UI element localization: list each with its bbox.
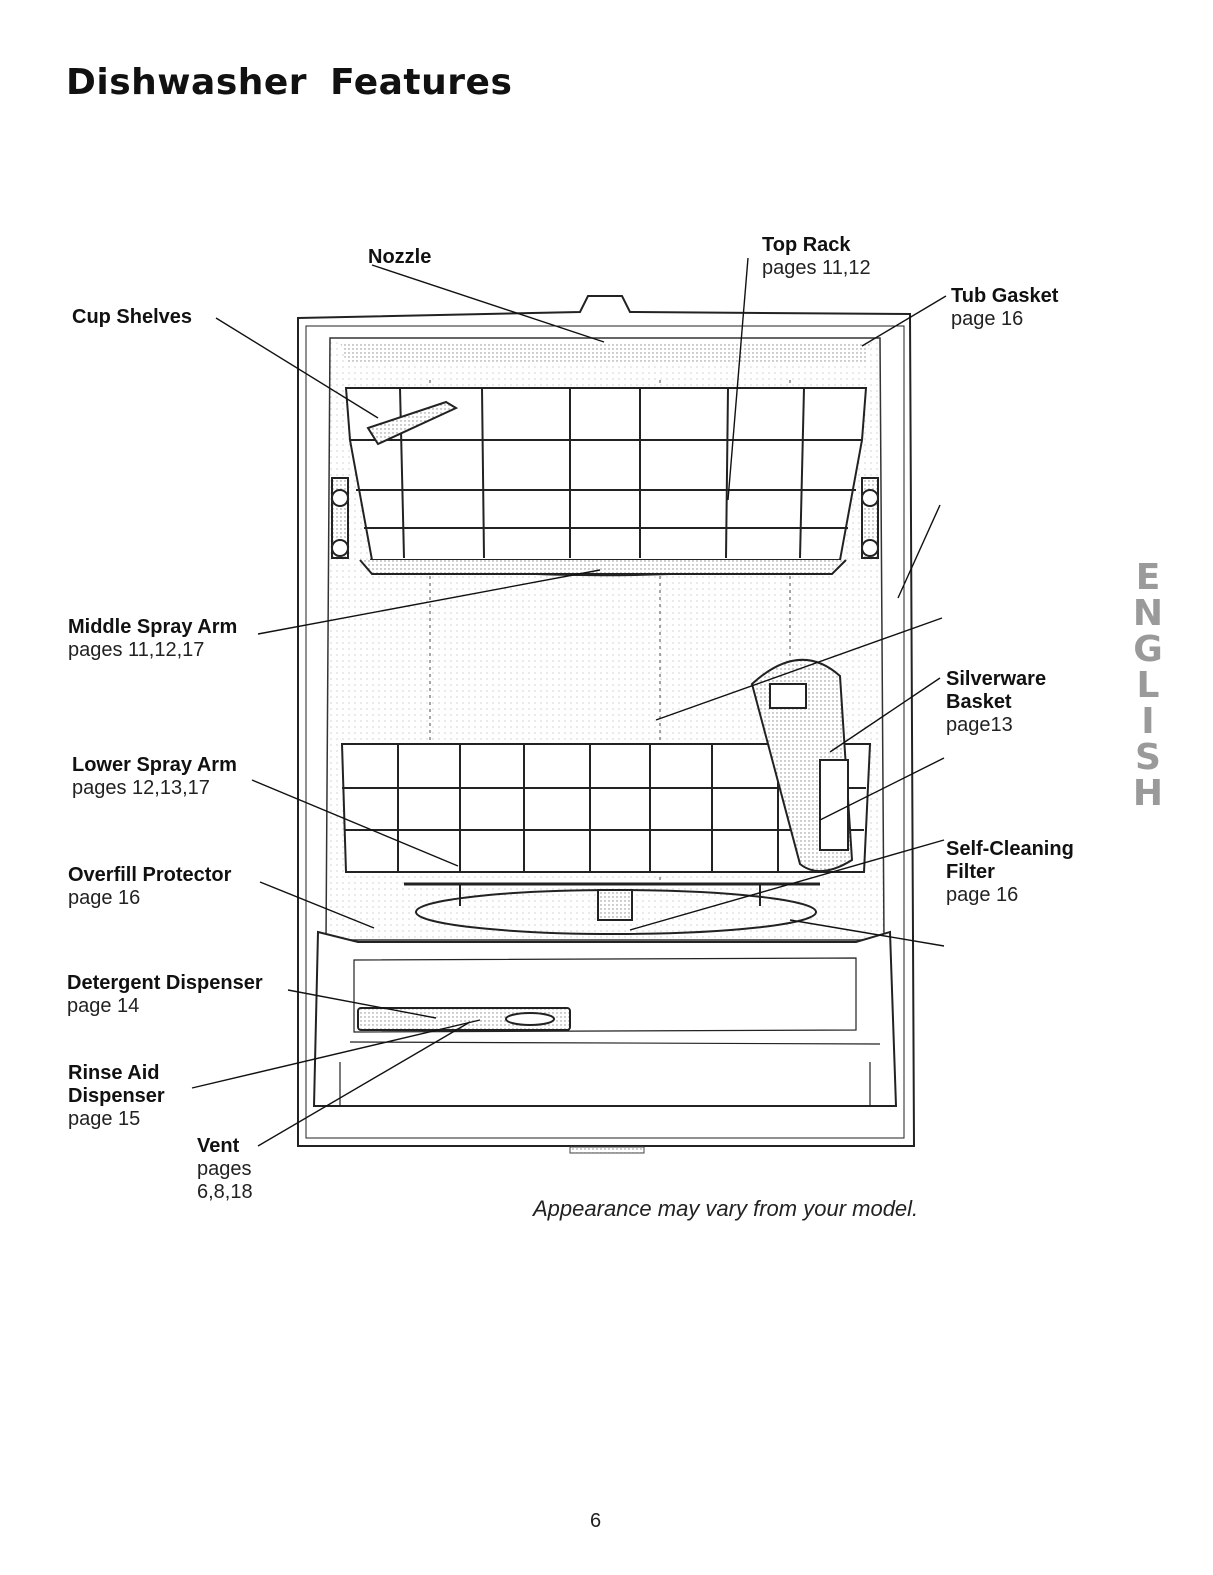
label-rinse-aid-name1: Rinse Aid	[68, 1062, 160, 1084]
label-lower-spray-arm: Lower Spray Arm pages 12,13,17	[72, 754, 237, 800]
label-cup-shelves-name: Cup Shelves	[72, 306, 193, 328]
label-silverware-basket-name1: Silverware	[946, 668, 1047, 690]
label-self-cleaning-filter-pages: page 16	[946, 884, 1019, 906]
label-nozzle: Nozzle	[368, 246, 431, 269]
label-tub-gasket-pages: page 16	[951, 308, 1024, 330]
label-tub-gasket: Tub Gasket page 16	[951, 285, 1058, 331]
label-top-rack: Top Rack pages 11,12	[762, 234, 871, 280]
leader-lines	[191, 257, 947, 1147]
label-lower-spray-arm-name: Lower Spray Arm	[72, 754, 237, 776]
label-vent-pages: pages	[197, 1158, 252, 1180]
label-self-cleaning-filter: Self-Cleaning Filter page 16	[946, 838, 1074, 907]
label-lower-spray-arm-pages: pages 12,13,17	[72, 777, 210, 799]
side-tab-letter: G	[1133, 629, 1163, 670]
page-title: Dishwasher Features	[66, 62, 513, 103]
side-tab-letter: L	[1136, 665, 1160, 706]
label-middle-spray-arm-pages: pages 11,12,17	[68, 639, 205, 661]
label-silverware-basket-name2: Basket	[946, 691, 1012, 713]
label-overfill-protector-name: Overfill Protector	[68, 864, 232, 886]
label-self-cleaning-filter-name1: Self-Cleaning	[946, 838, 1074, 860]
label-middle-spray-arm-name: Middle Spray Arm	[68, 616, 238, 638]
label-rinse-aid-pages: page 15	[68, 1108, 141, 1130]
label-silverware-basket: Silverware Basket page13	[946, 668, 1046, 737]
side-tab-letter: E	[1135, 557, 1161, 598]
label-self-cleaning-filter-name2: Filter	[946, 861, 995, 883]
label-overfill-protector-pages: page 16	[68, 887, 141, 909]
lower-spray-arm-drawing	[404, 882, 820, 935]
label-vent: Vent pages 6,8,18	[197, 1135, 253, 1204]
appearance-caption: Appearance may vary from your model.	[533, 1196, 919, 1221]
label-nozzle-name: Nozzle	[368, 246, 432, 268]
side-tab-letter: S	[1135, 737, 1161, 778]
label-vent-page-list: 6,8,18	[197, 1181, 253, 1203]
side-tab-letter: N	[1132, 593, 1164, 634]
label-detergent-dispenser: Detergent Dispenser page 14	[67, 972, 263, 1018]
label-tub-gasket-name: Tub Gasket	[951, 285, 1059, 307]
side-tab-letter: H	[1132, 773, 1164, 814]
page-number: 6	[590, 1510, 602, 1532]
lower-rack-drawing	[340, 658, 872, 873]
top-rack-drawing	[331, 387, 879, 577]
label-rinse-aid-dispenser: Rinse Aid Dispenser page 15	[68, 1062, 165, 1131]
door-panel-drawing	[312, 930, 898, 1107]
label-overfill-protector: Overfill Protector page 16	[68, 864, 231, 910]
label-rinse-aid-name2: Dispenser	[68, 1085, 165, 1107]
label-vent-name: Vent	[197, 1135, 240, 1157]
label-cup-shelves: Cup Shelves	[72, 306, 192, 329]
language-side-tab: E N G L I S H	[1128, 560, 1168, 812]
label-silverware-basket-pages: page13	[946, 714, 1013, 736]
side-tab-letter: I	[1141, 701, 1155, 742]
label-detergent-dispenser-pages: page 14	[67, 995, 140, 1017]
label-middle-spray-arm: Middle Spray Arm pages 11,12,17	[68, 616, 237, 662]
label-top-rack-name: Top Rack	[762, 234, 851, 256]
label-top-rack-pages: pages 11,12	[762, 257, 871, 279]
label-detergent-dispenser-name: Detergent Dispenser	[67, 972, 263, 994]
